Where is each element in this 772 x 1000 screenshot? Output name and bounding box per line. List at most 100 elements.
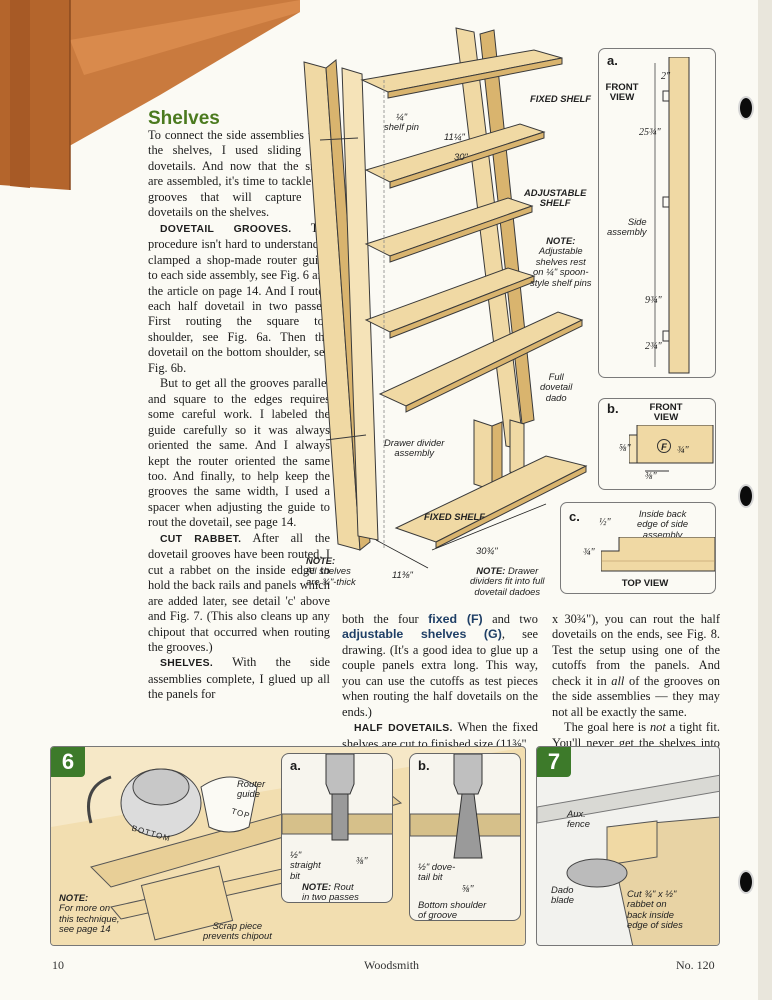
detail-b-front-view: b. FRONT VIEW ⅝" F ¾" ⅜"	[598, 398, 716, 490]
detail-6b: b. ½" dove- tail bit ⅝" Bottom shoulder …	[409, 753, 521, 921]
fixed-shelf-bottom-label: FIXED SHELF	[424, 511, 485, 522]
note-technique: NOTE: For more on this technique, see pa…	[59, 892, 119, 935]
paragraph-text: The goal here is	[564, 720, 650, 735]
paragraph-text: After all the dovetail grooves have been…	[148, 530, 330, 654]
page-edge	[758, 0, 772, 1000]
emphasis: not	[649, 720, 666, 735]
dim-3-4in: ¾"	[677, 445, 689, 456]
note-body: All shelves are ¾"-thick	[306, 565, 356, 587]
figure-6: 6 Router guide TOP BOTTOM NOTE: For more…	[50, 746, 526, 946]
note-body: Rout in two passes	[302, 881, 359, 903]
detail-title: TOP VIEW	[621, 578, 669, 589]
paragraph-intro: To connect the side assemblies with the …	[148, 128, 330, 220]
width-dimension: 30"	[454, 151, 468, 162]
adjustable-shelf-ref: adjustable shelves (G)	[342, 627, 502, 642]
issue-number: No. 120	[676, 958, 715, 972]
bottom-shoulder-label: Bottom shoulder of groove	[418, 899, 487, 921]
router-guide-label: Router guide	[237, 778, 266, 800]
text-column-2: both the four fixed (F) and two adjustab…	[342, 612, 538, 752]
detail-letter: b.	[607, 401, 619, 416]
dim-5-8in: ⅝"	[619, 443, 631, 454]
scrap-piece-label: Scrap piece prevents chipout	[203, 920, 272, 942]
shelf-tag-f: F	[657, 439, 671, 453]
bottom-width-dimension: 30¾"	[476, 545, 498, 556]
paragraph-text: of the grooves on the side assemblies — …	[552, 673, 720, 719]
dim-2in: 2"	[661, 71, 671, 82]
dovetail-bit-label: ½" dove- tail bit	[418, 861, 456, 883]
run-in-heading: SHELVES.	[160, 658, 214, 670]
detail-title: FRONT VIEW	[605, 82, 639, 104]
rabbet-profile	[601, 537, 715, 572]
note-body: Drawer dividers fit into full dovetail d…	[470, 565, 545, 597]
figure-7: 7 Aux. fence Dado blade Cut ¾" x ½" rabb…	[536, 746, 720, 946]
text-column-1: To connect the side assemblies with the …	[148, 128, 330, 703]
detail-letter: c.	[569, 509, 580, 524]
run-in-heading: HALF DOVETAILS.	[354, 723, 453, 735]
dim-25-3-4in: 25¾"	[639, 127, 661, 138]
note-title: NOTE:	[546, 235, 576, 246]
paragraph-text: and two	[482, 612, 539, 626]
paragraph-text: The procedure isn't hard to understand. …	[148, 220, 330, 375]
straight-bit-illustration	[282, 754, 392, 841]
note-title: NOTE:	[59, 892, 89, 903]
detail-a-front-view: a. FRONT VIEW 2" 25¾" Side assembly 9¾" …	[598, 48, 716, 378]
full-dovetail-dado-label: Full dovetail dado	[540, 371, 573, 403]
paragraph-half-dovetails-cont: x 30¾"), you can rout the half dovetails…	[552, 612, 720, 720]
run-in-heading: DOVETAIL GROOVES.	[160, 223, 292, 235]
note-title: NOTE:	[306, 555, 336, 566]
figure-number: 7	[537, 747, 571, 777]
note-shelf-pins: NOTE: Adjustable shelves rest on ¼" spoo…	[530, 235, 592, 288]
dado-blade-illustration	[537, 774, 719, 945]
fixed-shelf-ref: fixed (F)	[428, 612, 483, 626]
paragraph-shelves-cont: both the four fixed (F) and two adjustab…	[342, 612, 538, 720]
detail-letter: a.	[290, 758, 301, 773]
rabbet-instruction: Cut ¾" x ½" rabbet on back inside edge o…	[627, 888, 683, 931]
drawer-divider-label: Drawer divider assembly	[384, 437, 445, 459]
aux-fence-label: Aux. fence	[567, 808, 590, 830]
paragraph-text: With the side assemblies complete, I glu…	[148, 655, 330, 702]
shelf-pin-label: ¼" shelf pin	[384, 111, 419, 133]
furniture-photo	[0, 0, 300, 200]
rabbet-edge-label: Inside back edge of side assembly	[637, 508, 689, 540]
bottom-depth-dimension: 11⅜"	[392, 569, 413, 580]
dim-2-3-4in: 2¾"	[645, 341, 662, 352]
dim-3-8in: ⅜"	[645, 471, 657, 482]
paragraph-text: both the four	[342, 612, 429, 626]
detail-letter: a.	[607, 53, 618, 68]
fixed-shelf-top-label: FIXED SHELF	[530, 93, 591, 104]
dovetail-bit-illustration	[410, 754, 520, 859]
note-two-passes: NOTE: Rout in two passes	[302, 881, 359, 903]
figure-number: 6	[51, 747, 85, 777]
detail-letter: b.	[418, 758, 430, 773]
binder-hole	[738, 96, 754, 120]
emphasis: all	[611, 673, 625, 688]
magazine-name: Woodsmith	[364, 958, 420, 972]
dim-3-8in: ⅜"	[356, 856, 368, 867]
run-in-heading: CUT RABBET.	[160, 533, 242, 545]
side-assembly-profile	[654, 57, 690, 374]
paragraph-parallel: But to get all the grooves parallel and …	[148, 376, 330, 530]
straight-bit-label: ½" straight bit	[290, 849, 321, 881]
paragraph-text: x 30¾"), you can rout the half dovetails…	[552, 612, 720, 688]
section-heading: Shelves	[148, 108, 220, 129]
text-column-3: x 30¾"), you can rout the half dovetails…	[552, 612, 720, 767]
binder-hole	[738, 484, 754, 508]
dim-1-2in: ½"	[599, 517, 611, 528]
detail-6a: a. ½" straight bit ⅜" NOTE: Rout in two …	[281, 753, 393, 903]
dim-3-4in: ¾"	[583, 547, 595, 558]
detail-title: FRONT VIEW	[649, 402, 683, 424]
dovetail-profile	[629, 425, 714, 472]
note-title: NOTE:	[302, 881, 332, 892]
adjustable-shelf-label: ADJUSTABLE SHELF	[524, 187, 587, 209]
paragraph-text: , see drawing. (It's a good idea to glue…	[342, 627, 538, 719]
detail-c-top-view: c. ½" Inside back edge of side assembly …	[560, 502, 716, 594]
binder-hole	[738, 870, 754, 894]
note-body: Adjustable shelves rest on ¼" spoon- sty…	[530, 245, 592, 288]
dim-9-3-4in: 9¾"	[645, 295, 662, 306]
depth-dimension: 11¼"	[444, 131, 465, 142]
bookcase-exploded-drawing	[303, 27, 588, 569]
note-shelf-thickness: NOTE: All shelves are ¾"-thick	[306, 555, 356, 587]
note-title: NOTE:	[476, 565, 506, 576]
paragraph-shelves: SHELVES. With the side assemblies comple…	[148, 655, 330, 702]
note-drawer-dividers: NOTE: Drawer dividers fit into full dove…	[470, 565, 545, 597]
